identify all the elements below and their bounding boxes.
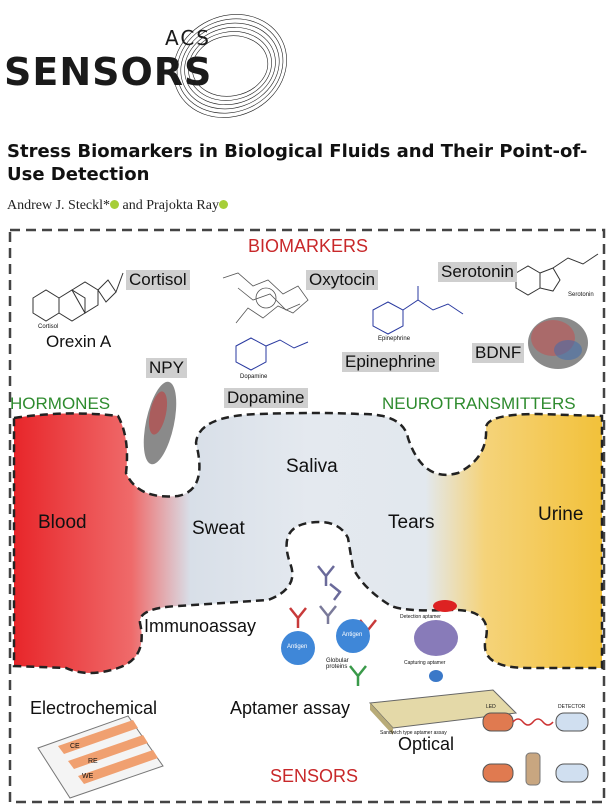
sensor-immunoassay: Immunoassay <box>144 616 257 636</box>
fluid-saliva: Saliva <box>286 456 338 477</box>
fluid-tears: Tears <box>388 512 435 533</box>
aptamer-assay-icon <box>368 600 518 735</box>
epinephrine-caption: Epinephrine <box>378 336 411 342</box>
author-2[interactable]: Prajokta Ray <box>146 198 219 213</box>
antigen-label: Antigen <box>342 632 363 638</box>
category-neurotransmitters: NEUROTRANSMITTERS <box>382 394 576 413</box>
detection-aptamer-label: Detection aptamer <box>400 614 441 620</box>
antigen-icon <box>336 619 370 653</box>
npy-protein-icon <box>143 381 177 465</box>
biomarker-orexin-a: Orexin A <box>46 332 112 351</box>
biomarkers-heading: BIOMARKERS <box>248 236 369 256</box>
biomarker-dopamine: Dopamine <box>224 388 308 408</box>
antigen-label: Antigen <box>287 644 308 650</box>
logo-swirl-icon <box>173 14 287 118</box>
orcid-icon[interactable] <box>110 200 120 209</box>
electrode-we-label: WE <box>82 773 94 780</box>
author-list: Andrew J. Steckl* and Prajokta Ray <box>7 198 228 214</box>
cortisol-caption: Cortisol <box>38 324 59 330</box>
fluid-urine: Urine <box>538 504 584 525</box>
author-separator: and <box>122 198 143 213</box>
figure-graphics <box>8 228 606 804</box>
biomarker-oxytocin: Oxytocin <box>306 270 379 290</box>
orcid-icon[interactable] <box>218 200 228 209</box>
biomarker-serotonin: Serotonin <box>438 262 517 282</box>
led-label: LED <box>486 704 496 710</box>
detector-label: DETECTOR <box>558 704 586 710</box>
biomarker-cortisol: Cortisol <box>126 270 190 290</box>
article-title: Stress Biomarkers in Biological Fluids a… <box>7 141 588 185</box>
sandwich-assay-label: Sandwich type aptamer assay <box>380 730 447 736</box>
antigen-icon <box>281 631 315 665</box>
fluid-blood: Blood <box>38 512 87 533</box>
sensor-optical: Optical <box>398 734 455 754</box>
outer-frame <box>8 228 606 804</box>
optical-setup-icon <box>482 712 589 786</box>
electrode-strip-icon <box>37 715 164 799</box>
graphical-abstract: BIOMARKERS Cortisol Oxytocin Serotonin O… <box>8 228 606 804</box>
fluid-puzzle <box>12 411 604 675</box>
bdnf-protein-icon <box>528 317 588 369</box>
cortisol-structure-icon <box>32 272 124 322</box>
sensors-heading: SENSORS <box>270 766 359 786</box>
capturing-aptamer-label: Capturing aptamer <box>404 660 446 666</box>
biomarker-npy: NPY <box>146 358 187 378</box>
dopamine-structure-icon <box>235 337 309 371</box>
electrode-re-label: RE <box>88 758 98 765</box>
biomarker-bdnf: BDNF <box>472 343 525 363</box>
author-1[interactable]: Andrew J. Steckl* <box>7 198 111 213</box>
sensor-aptamer-assay: Aptamer assay <box>230 698 351 718</box>
sensor-electrochemical: Electrochemical <box>30 698 158 718</box>
serotonin-structure-icon <box>515 253 599 296</box>
serotonin-caption: Serotonin <box>568 292 594 298</box>
fluid-sweat: Sweat <box>192 518 245 539</box>
oxytocin-structure-icon <box>222 272 309 324</box>
biomarker-epinephrine: Epinephrine <box>342 352 439 372</box>
electrode-ce-label: CE <box>70 743 80 750</box>
category-hormones: HORMONES <box>10 394 111 413</box>
dopamine-caption: Dopamine <box>240 374 268 380</box>
epinephrine-structure-icon <box>372 286 464 335</box>
globular-proteins-label: Globular proteins <box>326 658 349 670</box>
